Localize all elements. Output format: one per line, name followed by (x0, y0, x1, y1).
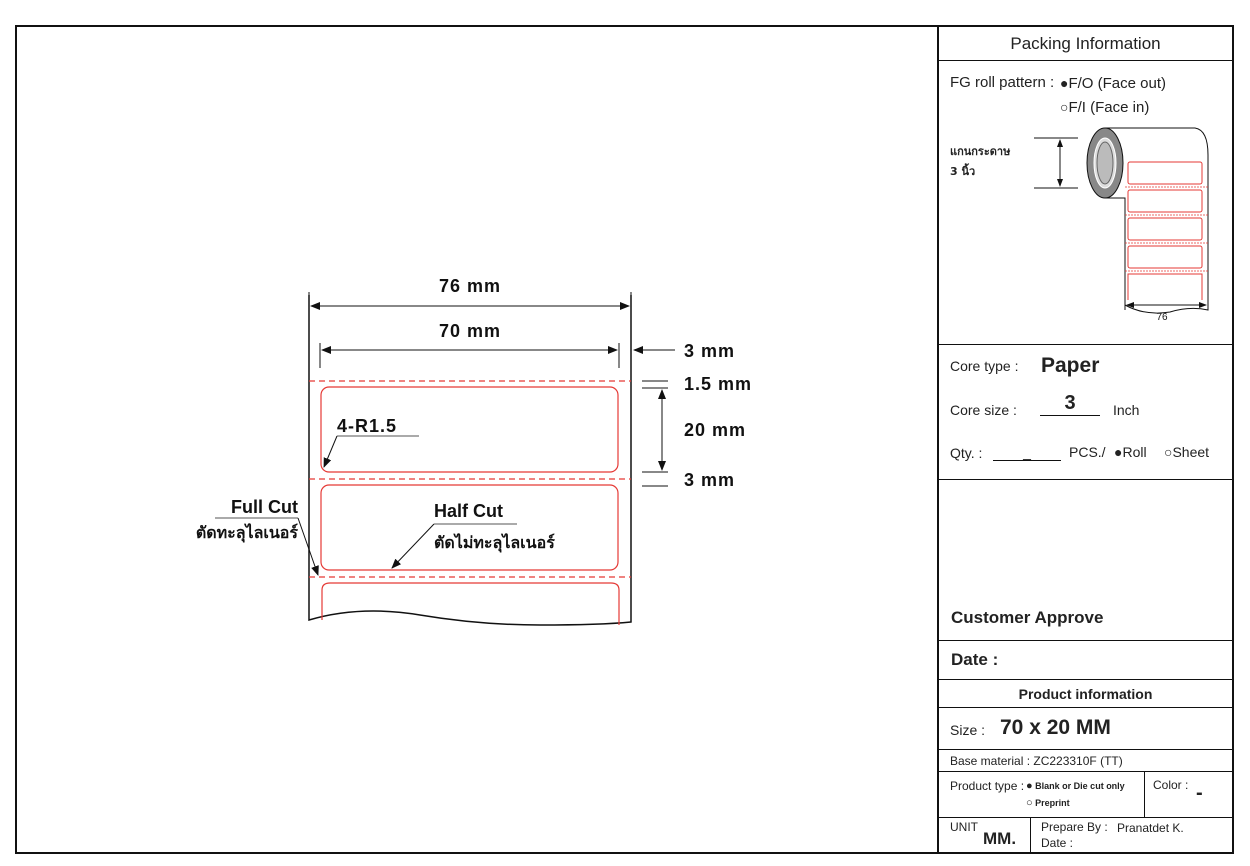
option-face-out[interactable]: ●F/O (Face out) (1060, 75, 1166, 92)
qty-label: Qty. : (950, 445, 983, 461)
approve-date-label: Date : (951, 650, 999, 669)
product-type-label: Product type : (950, 779, 1025, 793)
sheet-frame (15, 25, 1234, 854)
dim-label-height: 20 mm (684, 420, 746, 440)
core-type-label: Core type : (950, 358, 1019, 374)
core-type-value: Paper (1041, 354, 1100, 377)
qty-value: _ (993, 444, 1061, 461)
size-label: Size : (950, 722, 986, 738)
labels (320, 386, 620, 625)
radio-selected-icon: ● (1026, 780, 1033, 792)
full-cut-label: Full Cut (231, 497, 298, 517)
color-value: - (1196, 782, 1203, 804)
product-info-title: Product information (1018, 686, 1153, 702)
option-roll[interactable]: ●Roll (1114, 444, 1147, 460)
half-cut-label: Half Cut (434, 501, 503, 521)
option-sheet[interactable]: ○Sheet (1164, 444, 1210, 460)
packing-title: Packing Information (1010, 34, 1161, 53)
customer-approve: Customer Approve (951, 608, 1104, 627)
half-cut-thai: ตัดไม่ทะลุไลเนอร์ (434, 533, 555, 553)
core-thai-line1: แกนกระดาษ (950, 145, 1011, 158)
radio-selected-icon: ● (1114, 444, 1123, 460)
size-value: 70 x 20 MM (1000, 716, 1111, 739)
roll-illustration: 76 (1034, 127, 1209, 323)
option-face-in[interactable]: ○F/I (Face in) (1060, 99, 1150, 116)
prepare-by-value: Pranatdet K. (1117, 821, 1184, 835)
radio-empty-icon: ○ (1164, 444, 1173, 460)
liner-outline (308, 295, 632, 626)
dim-side-gap: 3 mm (684, 341, 735, 361)
prepare-by-label: Prepare By : (1041, 820, 1108, 834)
corner-radius-note: 4-R1.5 (337, 416, 397, 436)
option-preprint[interactable]: ○ Preprint (1026, 797, 1070, 809)
full-cut-thai: ตัดทะลุไลเนอร์ (196, 523, 299, 543)
prepare-date-label: Date : (1041, 836, 1074, 850)
roll-pattern-label: FG roll pattern : (950, 74, 1055, 91)
core-size-unit: Inch (1113, 402, 1140, 418)
base-material: Base material : ZC223310F (TT) (950, 754, 1123, 768)
dim-76mm: 76 mm (439, 276, 501, 296)
info-panel (937, 25, 1234, 854)
dim-top-gap: 1.5 mm (684, 374, 752, 394)
core-size-label: Core size : (950, 402, 1017, 418)
label-drawing: 76 mm 70 mm 3 mm 1.5 mm 20 mm 3 mm 4-R1.… (196, 276, 752, 626)
option-blank-die-cut[interactable]: ● Blank or Die cut only (1026, 780, 1125, 792)
pcs-label: PCS./ (1069, 444, 1106, 460)
radio-empty-icon: ○ (1060, 99, 1069, 115)
roll-width-label: 76 (1156, 312, 1168, 323)
core-size-value: 3 (1040, 392, 1100, 416)
color-label: Color : (1153, 778, 1189, 792)
unit-value: MM. (983, 829, 1017, 848)
full-cut-lines (309, 380, 631, 578)
radio-empty-icon: ○ (1026, 797, 1033, 809)
dim-70mm: 70 mm (439, 321, 501, 341)
radio-selected-icon: ● (1060, 75, 1069, 91)
core-thai-line2: 3 นิ้ว (950, 165, 976, 178)
unit-label: UNIT (950, 820, 978, 834)
dim-label-gap: 3 mm (684, 470, 735, 490)
